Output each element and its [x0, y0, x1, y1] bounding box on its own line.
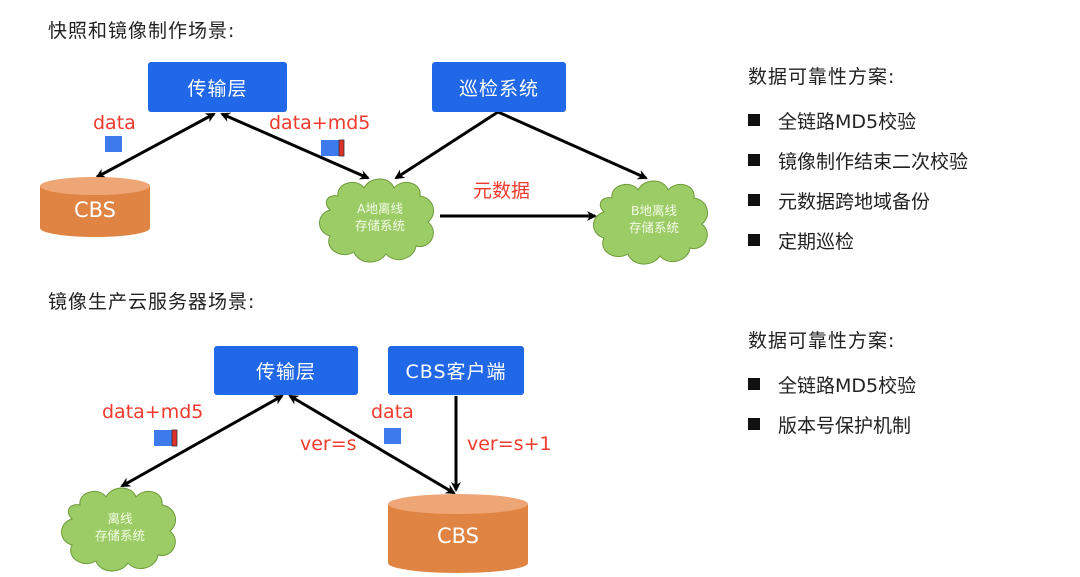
bullet-icon — [748, 418, 760, 430]
arrow-transfer-storage-a — [220, 112, 370, 180]
transfer-layer-box-1: 传输层 — [148, 62, 287, 112]
cbs-cylinder-2 — [388, 494, 528, 573]
bullet-icon — [748, 378, 760, 390]
packet-data-2 — [384, 428, 401, 444]
bullet-icon — [748, 114, 760, 126]
arrow-transfer-cbs2 — [288, 394, 456, 495]
cloud-storage-offline — [61, 487, 177, 572]
scenario2-title: 镜像生产云服务器场景: — [48, 291, 256, 313]
transfer-layer-box-2: 传输层 — [214, 346, 358, 395]
label-data-1: data — [93, 112, 136, 134]
cbs-cylinder-1 — [40, 177, 150, 237]
scenario1-title: 快照和镜像制作场景: — [48, 20, 236, 42]
offline-storage-label: 离线 存储系统 — [60, 510, 180, 544]
arrow-inspection-storage-b — [497, 110, 648, 180]
reliability-panel-2: 数据可靠性方案: 全链路MD5校验 版本号保护机制 — [748, 326, 916, 444]
bullet-icon — [748, 234, 760, 246]
storage-a-line1: A地离线 — [356, 201, 404, 216]
label-data-md5-1: data+md5 — [269, 112, 371, 134]
offline-storage-line2: 存储系统 — [94, 528, 145, 543]
cbs-client-box: CBS客户端 — [388, 346, 524, 395]
inspection-system-box: 巡检系统 — [432, 62, 566, 112]
cloud-storage-b — [593, 180, 709, 265]
packet-data-md5-1 — [321, 139, 345, 157]
cbs-label-1: CBS — [73, 198, 117, 222]
reliability-item-text: 元数据跨地域备份 — [778, 190, 931, 213]
storage-a-label: A地离线 存储系统 — [320, 200, 440, 234]
label-ver-s-plus-1: ver=s+1 — [467, 433, 552, 455]
label-data-2: data — [371, 401, 414, 423]
bullet-icon — [748, 194, 760, 206]
packet-data-1 — [105, 136, 122, 152]
offline-storage-line1: 离线 — [107, 511, 133, 526]
storage-b-line1: B地离线 — [630, 203, 678, 218]
storage-b-label: B地离线 存储系统 — [594, 202, 714, 236]
reliability-panel-1: 数据可靠性方案: 全链路MD5校验 镜像制作结束二次校验 元数据跨地域备份 定期… — [748, 62, 968, 260]
bullet-icon — [748, 154, 760, 166]
reliability-item: 元数据跨地域备份 — [748, 180, 968, 220]
label-ver-s: ver=s — [300, 433, 357, 455]
reliability-item-text: 镜像制作结束二次校验 — [778, 150, 969, 173]
arrow-inspection-storage-a — [394, 110, 499, 180]
reliability-title-2: 数据可靠性方案: — [748, 330, 896, 352]
reliability-title-1: 数据可靠性方案: — [748, 66, 896, 88]
reliability-item: 定期巡检 — [748, 220, 968, 260]
reliability-item-text: 全链路MD5校验 — [778, 110, 917, 133]
packet-data-md5-2 — [154, 429, 178, 447]
reliability-item: 全链路MD5校验 — [748, 100, 968, 140]
cloud-storage-a — [319, 178, 435, 263]
arrow-transfer-cbs — [95, 112, 216, 179]
reliability-item: 全链路MD5校验 — [748, 364, 916, 404]
reliability-item-text: 全链路MD5校验 — [778, 374, 917, 397]
reliability-item: 镜像制作结束二次校验 — [748, 140, 968, 180]
reliability-item-text: 版本号保护机制 — [778, 414, 912, 437]
storage-a-line2: 存储系统 — [354, 218, 405, 233]
cbs-label-2: CBS — [436, 524, 480, 548]
storage-b-line2: 存储系统 — [628, 220, 679, 235]
label-data-md5-2: data+md5 — [102, 401, 204, 423]
arrow-transfer-storage — [120, 394, 284, 488]
reliability-item-text: 定期巡检 — [778, 230, 855, 253]
reliability-item: 版本号保护机制 — [748, 404, 916, 444]
label-metadata: 元数据 — [473, 180, 531, 202]
